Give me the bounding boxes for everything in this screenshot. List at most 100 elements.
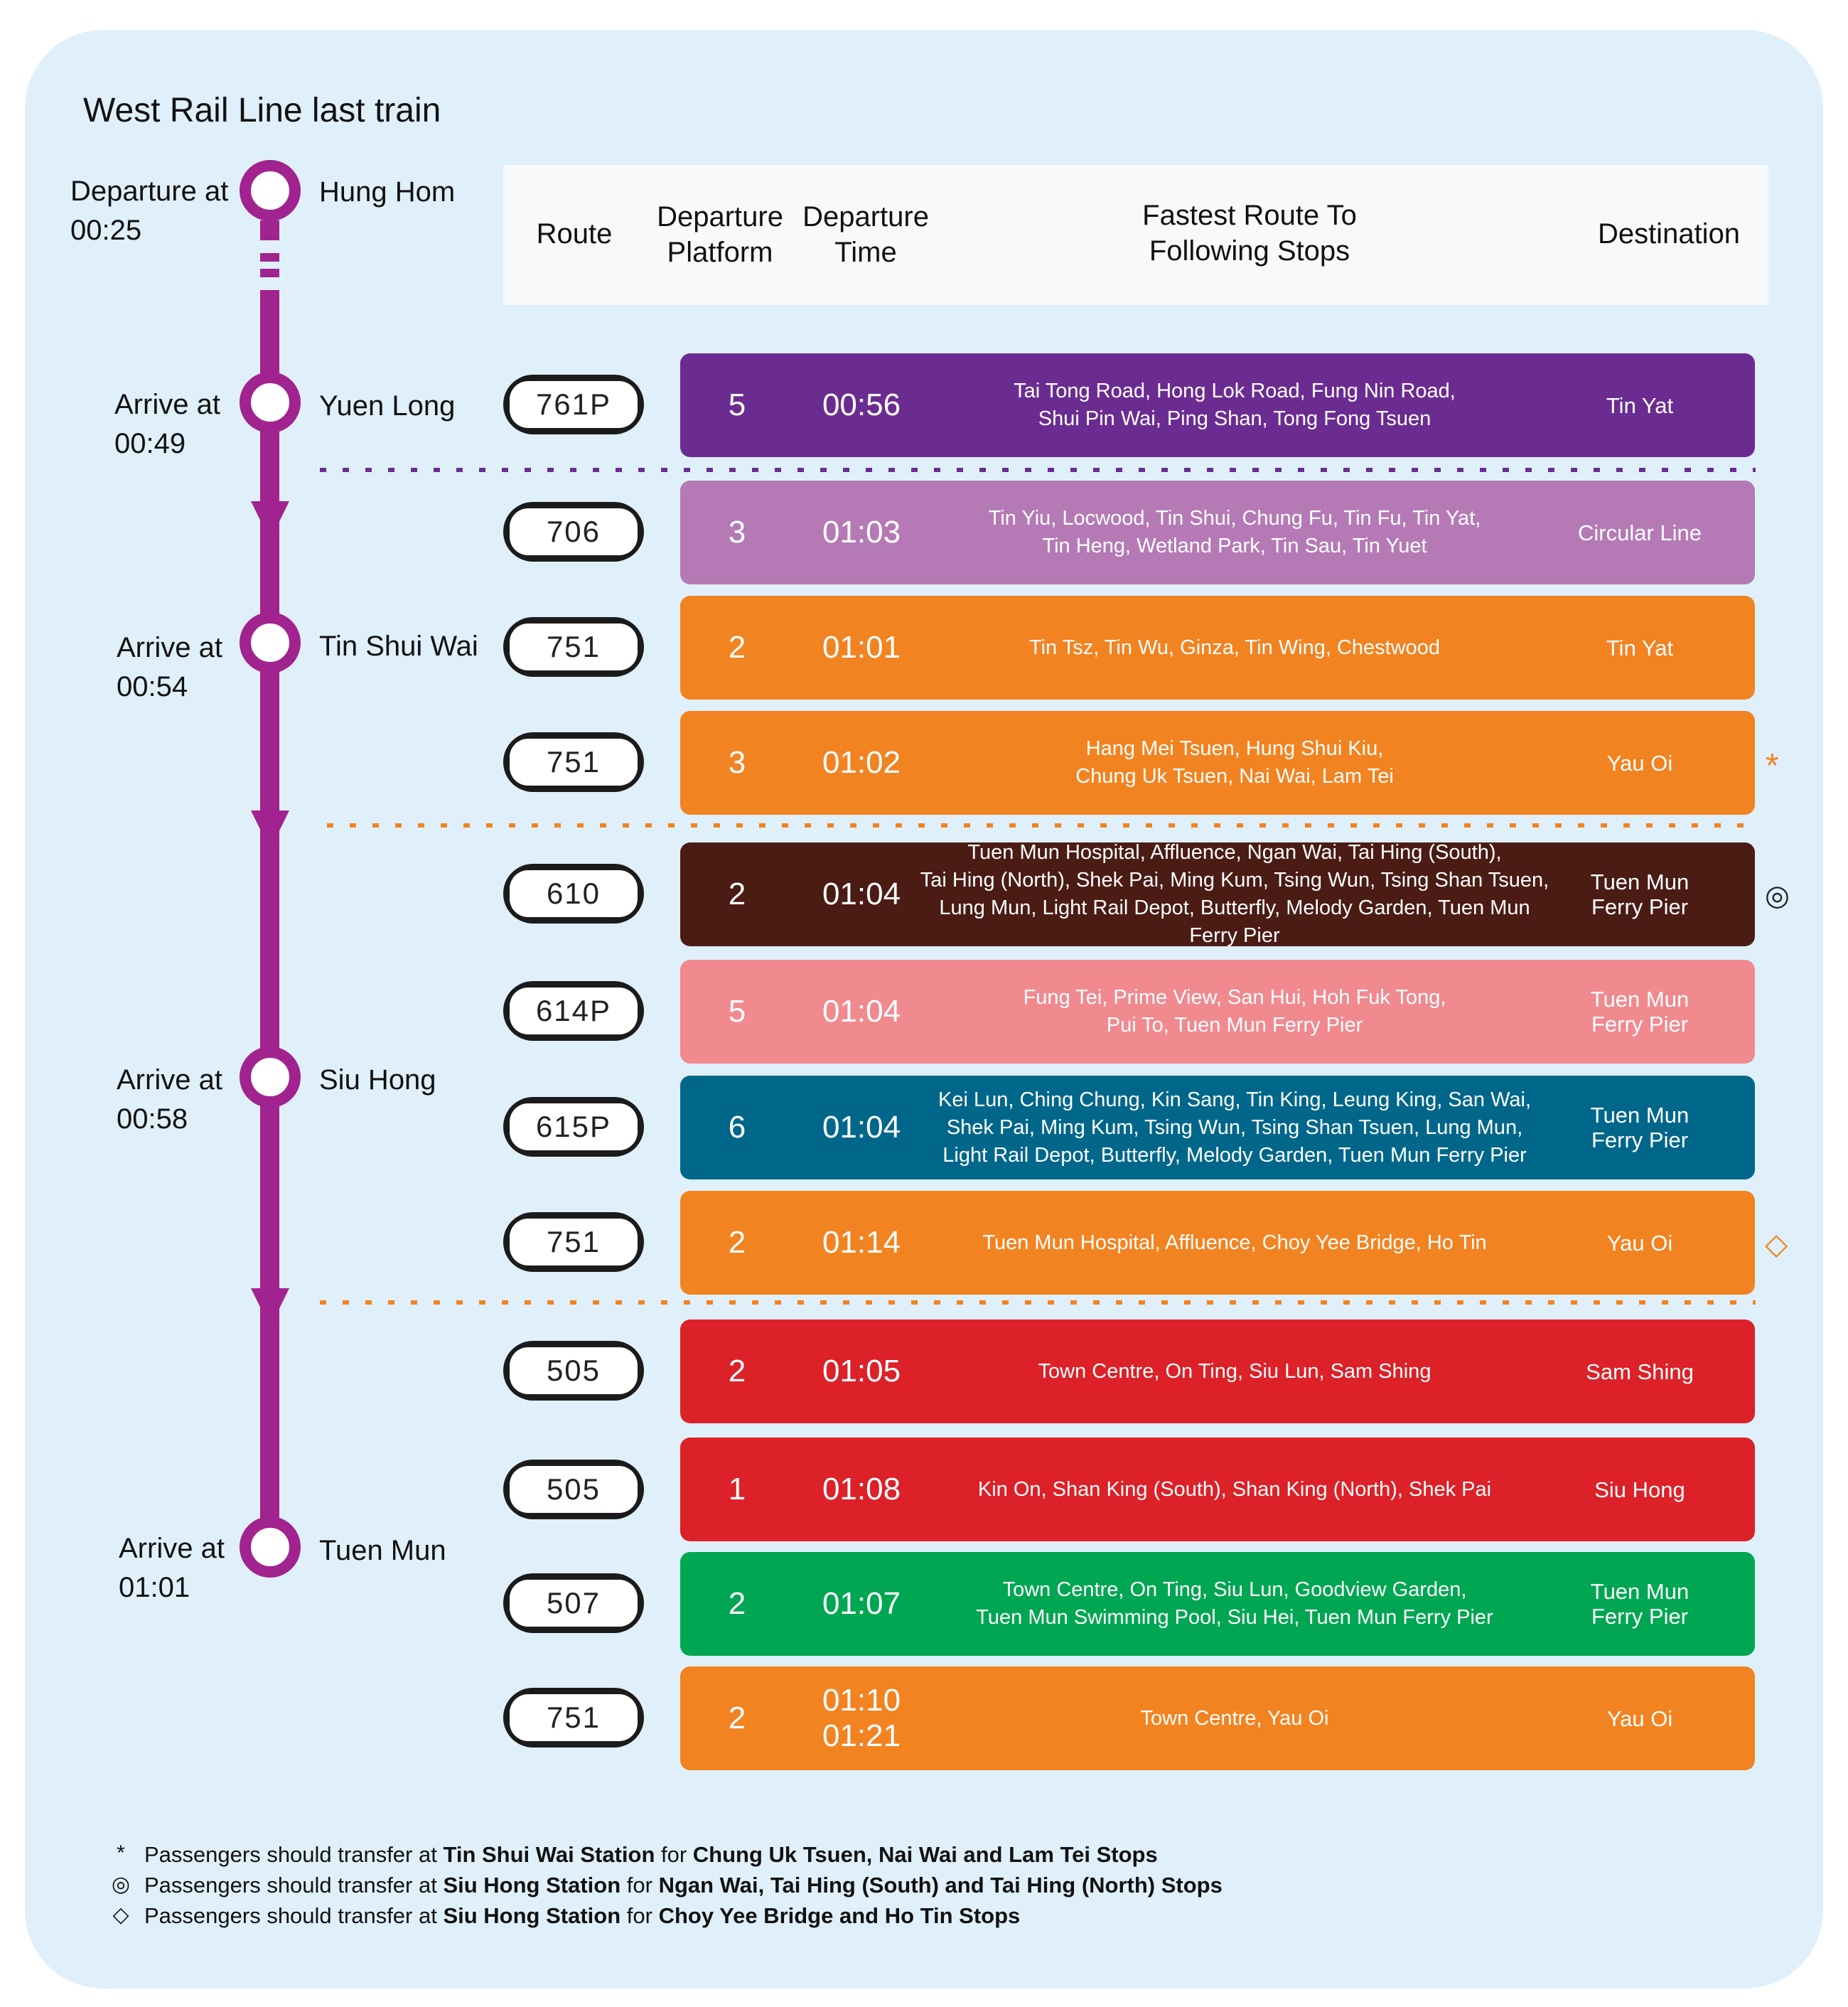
table-row: 2 01:07 Town Centre, On Ting, Siu Lun, G… [680,1552,1755,1656]
rail-segment [260,220,279,240]
header-stops: Fastest Route To Following Stops [1142,200,1357,267]
route-badge: 751 [503,732,644,792]
stops-cell: Tin Tsz, Tin Wu, Ginza, Tin Wing, Chestw… [1028,636,1441,659]
platform-cell: 2 [728,1586,746,1621]
station-name-tuen-mun: Tuen Mun [319,1535,446,1566]
time-block-tin-shui-wai: Arrive at 00:54 [117,628,222,707]
time-cell: 00:56 [822,387,901,422]
table-row: 3 01:02 Hang Mei Tsuen, Hung Shui Kiu, C… [680,711,1755,815]
destination-cell: Yau Oi [1606,1706,1673,1731]
route-number: 505 [510,1347,638,1394]
destination-cell: Sam Shing [1586,1359,1694,1384]
time-block-yuen-long: Arrive at 00:49 [114,385,220,464]
stops-cell: Tuen Mun Hospital, Affluence, Choy Yee B… [982,1231,1487,1254]
route-badge: 751 [503,617,644,677]
table-row: 6 01:04 Kei Lun, Ching Chung, Kin Sang, … [680,1076,1755,1179]
time-label: Arrive at [114,389,220,420]
footnote-text: Passengers should transfer at Siu Hong S… [144,1903,1021,1928]
station-name-siu-hong: Siu Hong [319,1064,436,1096]
platform-cell: 3 [728,515,746,550]
stops-cell: Town Centre, Yau Oi [1140,1706,1329,1730]
time-label: Arrive at [119,1533,225,1564]
table-header: Route Departure Platform Departure Time … [503,165,1768,305]
route-number: 610 [510,870,638,917]
route-badge: 505 [503,1460,644,1519]
platform-cell: 2 [728,1701,746,1735]
destination-cell: Yau Oi [1606,750,1673,776]
page-title: West Rail Line last train [83,92,441,129]
header-time: Departure Time [802,201,929,268]
asterisk-icon: * [117,1841,125,1865]
table-row: 2 01:10 01:21 Town Centre, Yau Oi Yau Oi [680,1666,1755,1770]
time-cell: 01:04 [822,994,901,1029]
time-cell: 01:05 [822,1354,901,1388]
platform-cell: 5 [728,994,746,1029]
stops-cell: Hang Mei Tsuen, Hung Shui Kiu, Chung Uk … [1075,737,1394,788]
route-number: 761P [510,381,638,428]
time-cell: 01:04 [822,877,901,911]
time-cell: 01:03 [822,515,901,550]
stops-cell: Tuen Mun Hospital, Affluence, Ngan Wai, … [920,841,1549,947]
time-block-tuen-mun: Arrive at 01:01 [119,1529,225,1607]
route-number: 751 [510,623,638,670]
route-badge: 761P [503,375,644,434]
time-cell: 01:14 [822,1225,901,1260]
rail-segment [260,253,279,262]
time-label: Arrive at [117,632,222,663]
time-value: 00:58 [117,1103,188,1135]
route-number: 614P [510,988,638,1034]
footnote-text: Passengers should transfer at Tin Shui W… [144,1842,1158,1867]
stops-cell: Tin Yiu, Locwood, Tin Shui, Chung Fu, Ti… [988,507,1481,557]
header-route: Route [536,218,613,250]
route-badge: 505 [503,1341,644,1401]
double-circle-icon: ◎ [111,1873,131,1896]
station-circle-siu-hong [240,1047,301,1108]
station-name-yuen-long: Yuen Long [319,390,456,422]
destination-cell: Siu Hong [1594,1477,1685,1502]
station-circle-tin-shui-wai [240,612,301,673]
route-badge: 507 [503,1573,644,1633]
stops-cell: Town Centre, On Ting, Siu Lun, Goodview … [976,1578,1493,1629]
time-cell: 01:07 [822,1586,901,1621]
route-badge: 610 [503,864,644,924]
table-row: 3 01:03 Tin Yiu, Locwood, Tin Shui, Chun… [680,481,1755,584]
destination-cell: Tuen Mun Ferry Pier [1590,1103,1689,1152]
route-number: 507 [510,1580,638,1627]
table-row: 1 01:08 Kin On, Shan King (South), Shan … [680,1438,1755,1541]
double-circle-marker-icon: ◎ [1765,880,1790,911]
footnote-text: Passengers should transfer at Siu Hong S… [144,1873,1223,1898]
time-cell: 01:10 01:21 [822,1683,901,1753]
stops-cell: Town Centre, On Ting, Siu Lun, Sam Shing [1038,1359,1431,1383]
diamond-icon: ◇ [112,1903,129,1927]
route-badge: 614P [503,981,644,1041]
platform-cell: 6 [728,1110,746,1145]
time-cell: 01:01 [822,630,901,665]
platform-cell: 2 [728,1354,746,1388]
table-row: 2 01:14 Tuen Mun Hospital, Affluence, Ch… [680,1191,1755,1295]
destination-cell: Tin Yat [1606,392,1674,418]
direction-arrow [251,1288,289,1327]
asterisk-marker-icon: * [1766,747,1779,785]
platform-cell: 2 [728,630,746,665]
station-circle-tuen-mun [240,1516,301,1578]
header-platform: Departure Platform [657,201,783,268]
time-label: Departure at [70,176,229,207]
route-badge: 751 [503,1212,644,1272]
station-name-hung-hom: Hung Hom [319,176,456,208]
table-row: 2 01:04 Tuen Mun Hospital, Affluence, Ng… [680,841,1755,947]
route-number: 706 [510,508,638,555]
time-label: Arrive at [117,1064,222,1096]
time-block-hung-hom: Departure at 00:25 [70,172,228,250]
stops-cell: Tai Tong Road, Hong Lok Road, Fung Nin R… [1014,380,1456,430]
route-number: 615P [510,1103,638,1150]
direction-arrow [251,810,289,850]
platform-cell: 3 [728,745,746,780]
station-circle-yuen-long [240,372,301,433]
destination-cell: Tin Yat [1606,635,1674,660]
rail-segment [260,290,279,1556]
header-destination: Destination [1597,218,1741,250]
route-number: 505 [510,1466,638,1513]
route-number: 751 [510,1219,638,1265]
stops-cell: Fung Tei, Prime View, San Hui, Hoh Fuk T… [1023,986,1446,1037]
